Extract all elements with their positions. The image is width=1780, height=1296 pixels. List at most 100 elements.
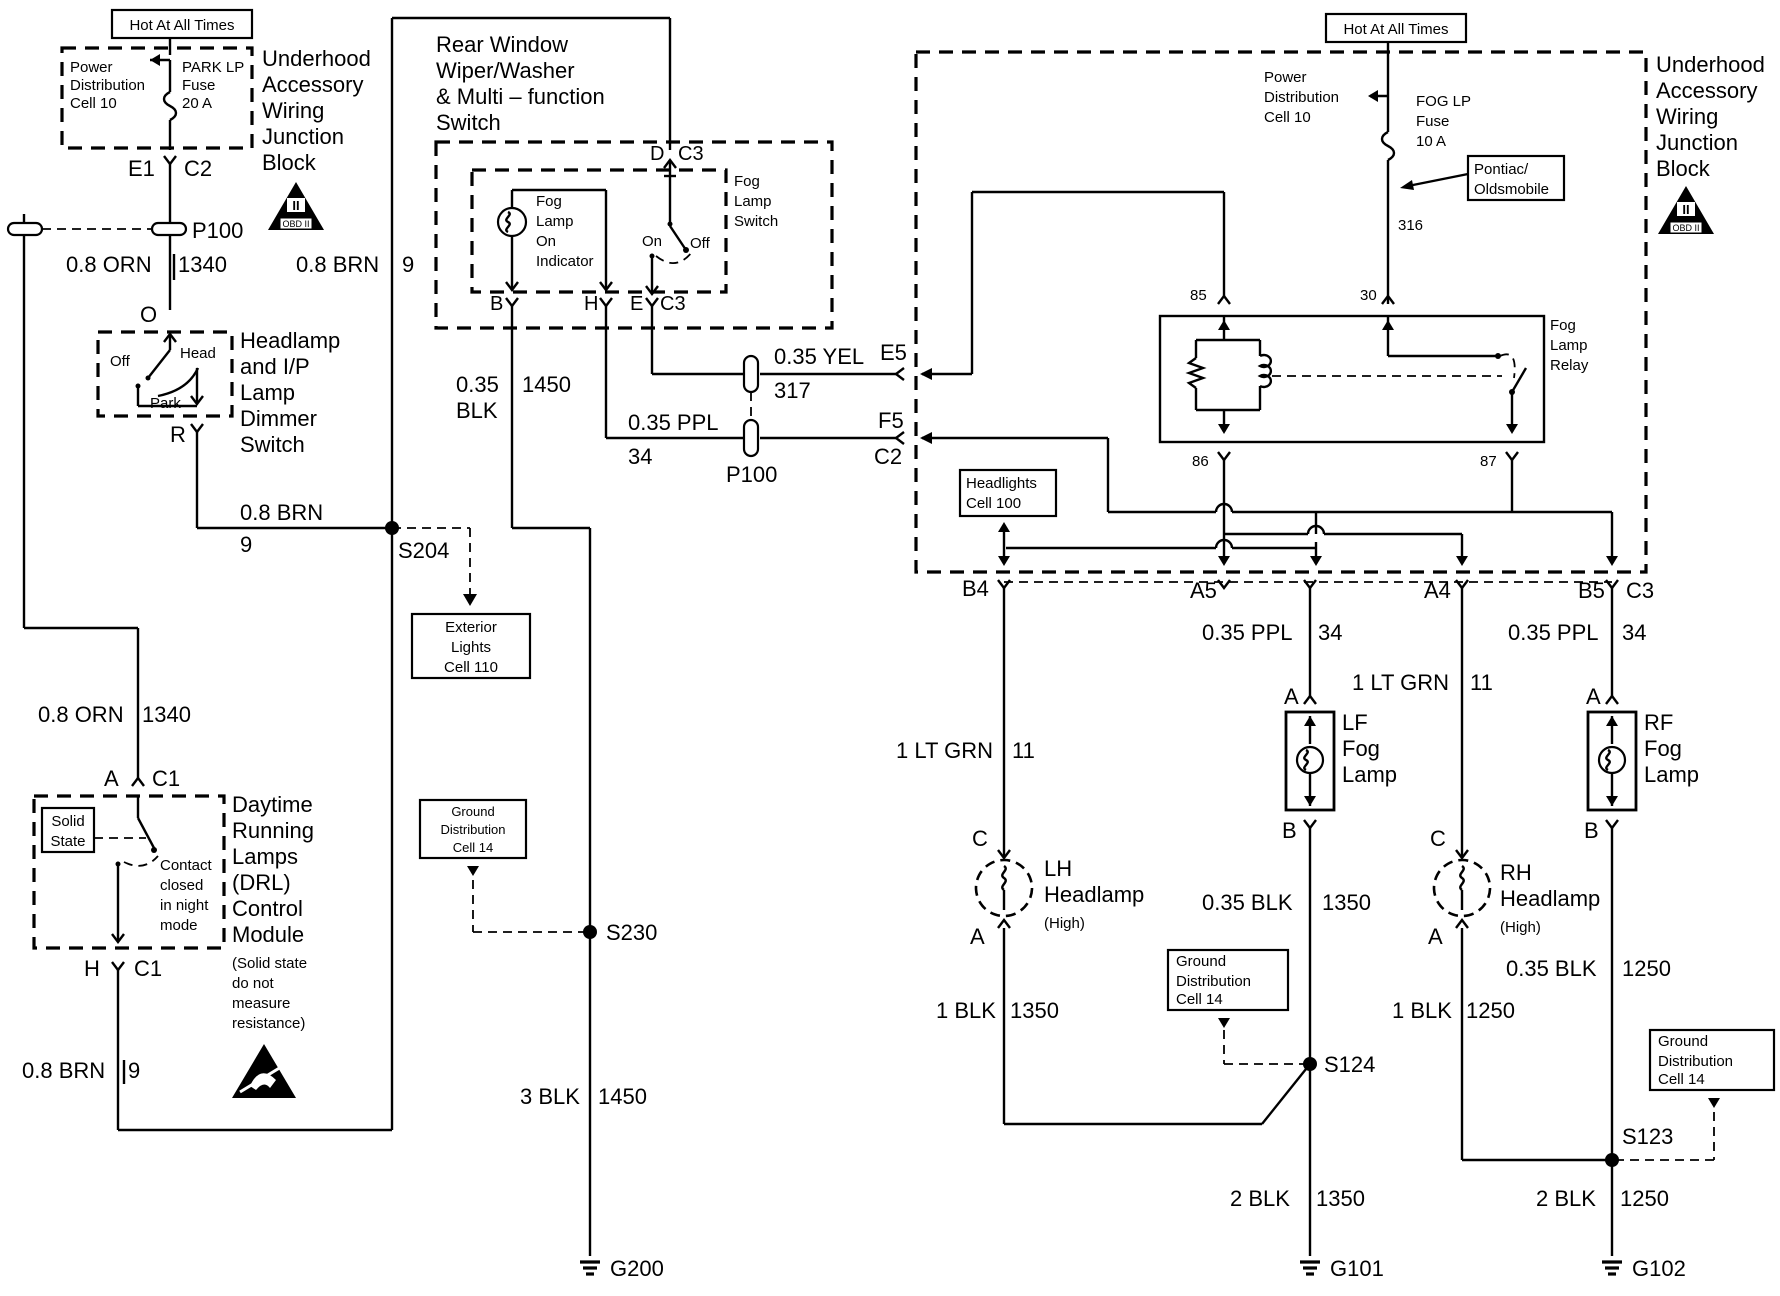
uajb-left-label: Underhood Accessory Wiring Junction Bloc…: [262, 46, 371, 175]
connector-c3-d: C3: [678, 143, 704, 165]
relay-pin-30: 30: [1360, 287, 1377, 304]
svg-text:Cell 10: Cell 10: [70, 95, 117, 112]
svg-text:Wiper/Washer: Wiper/Washer: [436, 58, 575, 83]
svg-text:FOG LP: FOG LP: [1416, 93, 1471, 110]
svg-text:Fog: Fog: [1550, 317, 1576, 334]
svg-text:Accessory: Accessory: [262, 72, 363, 97]
svg-text:and I/P: and I/P: [240, 354, 310, 379]
splice-s230: [583, 925, 597, 939]
svg-text:BLK: BLK: [456, 398, 498, 423]
svg-text:34: 34: [1622, 620, 1646, 645]
svg-text:Rear Window: Rear Window: [436, 32, 568, 57]
svg-text:Block: Block: [262, 150, 317, 175]
relay-pin-86: 86: [1192, 453, 1209, 470]
connector-lh-c: C: [972, 826, 988, 851]
headlights-ref-box: Headlights Cell 100: [958, 468, 1058, 518]
svg-text:Power: Power: [70, 59, 113, 76]
svg-text:1340: 1340: [178, 252, 227, 277]
wire-label-blk-3: 3 BLK 1450: [520, 1084, 647, 1109]
svg-text:Wiring: Wiring: [1656, 104, 1718, 129]
svg-text:II: II: [1682, 202, 1689, 217]
svg-text:Hot At All Times: Hot At All Times: [1343, 21, 1448, 38]
svg-text:Ground: Ground: [451, 804, 494, 819]
svg-text:Ground: Ground: [1176, 953, 1226, 970]
svg-text:(High): (High): [1500, 919, 1541, 936]
svg-text:S230: S230: [606, 920, 657, 945]
rf-fog-lamp-box: [1586, 710, 1638, 812]
svg-text:Running: Running: [232, 818, 314, 843]
wire-label-316: 316: [1398, 217, 1423, 234]
fog-switch-off: Off: [690, 235, 711, 252]
svg-text:in night: in night: [160, 897, 209, 914]
rf-fog-lamp-label: RF Fog Lamp: [1644, 710, 1699, 787]
svg-text:Headlamp: Headlamp: [1500, 886, 1600, 911]
obd-ii-icon-right: II OBD II: [1658, 186, 1714, 234]
uajb-left-box: [60, 46, 254, 150]
relay-pin-87: 87: [1480, 453, 1497, 470]
svg-text:317: 317: [774, 378, 811, 403]
svg-text:Distribution: Distribution: [1658, 1053, 1733, 1070]
svg-text:RF: RF: [1644, 710, 1673, 735]
svg-text:34: 34: [628, 444, 652, 469]
connector-b5: B5: [1578, 578, 1605, 603]
svg-text:RH: RH: [1500, 860, 1532, 885]
ground-g101-icon: [1300, 1260, 1320, 1276]
svg-text:II: II: [292, 198, 299, 213]
lf-fog-lamp-box: [1284, 710, 1336, 812]
svg-text:34: 34: [1318, 620, 1342, 645]
splice-s123: [1605, 1153, 1619, 1167]
svg-text:10 A: 10 A: [1416, 133, 1446, 150]
connector-d: D: [650, 143, 664, 165]
ground-distribution-ref-box-2: Ground Distribution Cell 14: [1166, 948, 1290, 1012]
svg-text:mode: mode: [160, 917, 198, 934]
svg-text:Junction: Junction: [1656, 130, 1738, 155]
connector-e1: E1: [128, 156, 155, 181]
wire-label-blk-lh: 1 BLK 1350: [936, 998, 1059, 1023]
svg-text:On: On: [536, 233, 556, 250]
svg-text:0.35 PPL: 0.35 PPL: [1202, 620, 1293, 645]
svg-text:1450: 1450: [598, 1084, 647, 1109]
relay-pin-85: 85: [1190, 287, 1207, 304]
fog-fuse-symbol: [1380, 130, 1396, 162]
svg-text:1350: 1350: [1316, 1186, 1365, 1211]
wire-label-orn-top: 0.8 ORN 1340: [66, 252, 227, 277]
svg-text:& Multi – function: & Multi – function: [436, 84, 605, 109]
svg-text:Headlights: Headlights: [966, 475, 1037, 492]
connector-e5: E5: [880, 340, 907, 365]
connector-c3-e: C3: [660, 293, 686, 315]
svg-text:Wiring: Wiring: [262, 98, 324, 123]
svg-text:1250: 1250: [1622, 956, 1671, 981]
svg-text:Lights: Lights: [451, 639, 491, 656]
fog-switch-inner-box: [470, 168, 728, 294]
wire-label-blk-rf: 0.35 BLK 1250: [1506, 956, 1671, 981]
svg-text:OBD II: OBD II: [1672, 223, 1699, 233]
svg-text:Oldsmobile: Oldsmobile: [1474, 181, 1549, 198]
wire-label-ppl-mid: 0.35 PPL 34: [628, 410, 719, 469]
connector-rf-b: B: [1584, 818, 1599, 843]
svg-text:1 BLK: 1 BLK: [1392, 998, 1452, 1023]
svg-text:3 BLK: 3 BLK: [520, 1084, 580, 1109]
svg-text:Lamp: Lamp: [536, 213, 574, 230]
wire-label-blk-rh: 1 BLK 1250: [1392, 998, 1515, 1023]
svg-text:Fog: Fog: [1644, 736, 1682, 761]
power-distribution-left-label: Power Distribution Cell 10: [70, 59, 145, 112]
wire-label-orn-mid: 0.8 ORN 1340: [38, 702, 191, 727]
rear-wiper-switch-box: [434, 140, 834, 330]
lf-fog-lamp-label: LF Fog Lamp: [1342, 710, 1397, 787]
connector-lf-b: B: [1282, 818, 1297, 843]
ground-g102-icon: [1602, 1260, 1622, 1276]
svg-text:0.8 ORN: 0.8 ORN: [66, 252, 152, 277]
fog-lamp-switch-label: Fog Lamp Switch: [734, 173, 778, 230]
wire-label-blk-035: 0.35 1450 BLK: [456, 372, 571, 423]
exterior-lights-ref-box: Exterior Lights Cell 110: [410, 612, 532, 680]
svg-text:9: 9: [402, 252, 414, 277]
svg-text:2 BLK: 2 BLK: [1230, 1186, 1290, 1211]
svg-text:1350: 1350: [1322, 890, 1371, 915]
connector-h-c1: H: [84, 956, 100, 981]
svg-text:S204: S204: [398, 538, 449, 563]
svg-text:Cell 14: Cell 14: [453, 840, 493, 855]
svg-text:2 BLK: 2 BLK: [1536, 1186, 1596, 1211]
svg-text:0.8 BRN: 0.8 BRN: [296, 252, 379, 277]
svg-text:Indicator: Indicator: [536, 253, 594, 270]
svg-text:closed: closed: [160, 877, 203, 894]
